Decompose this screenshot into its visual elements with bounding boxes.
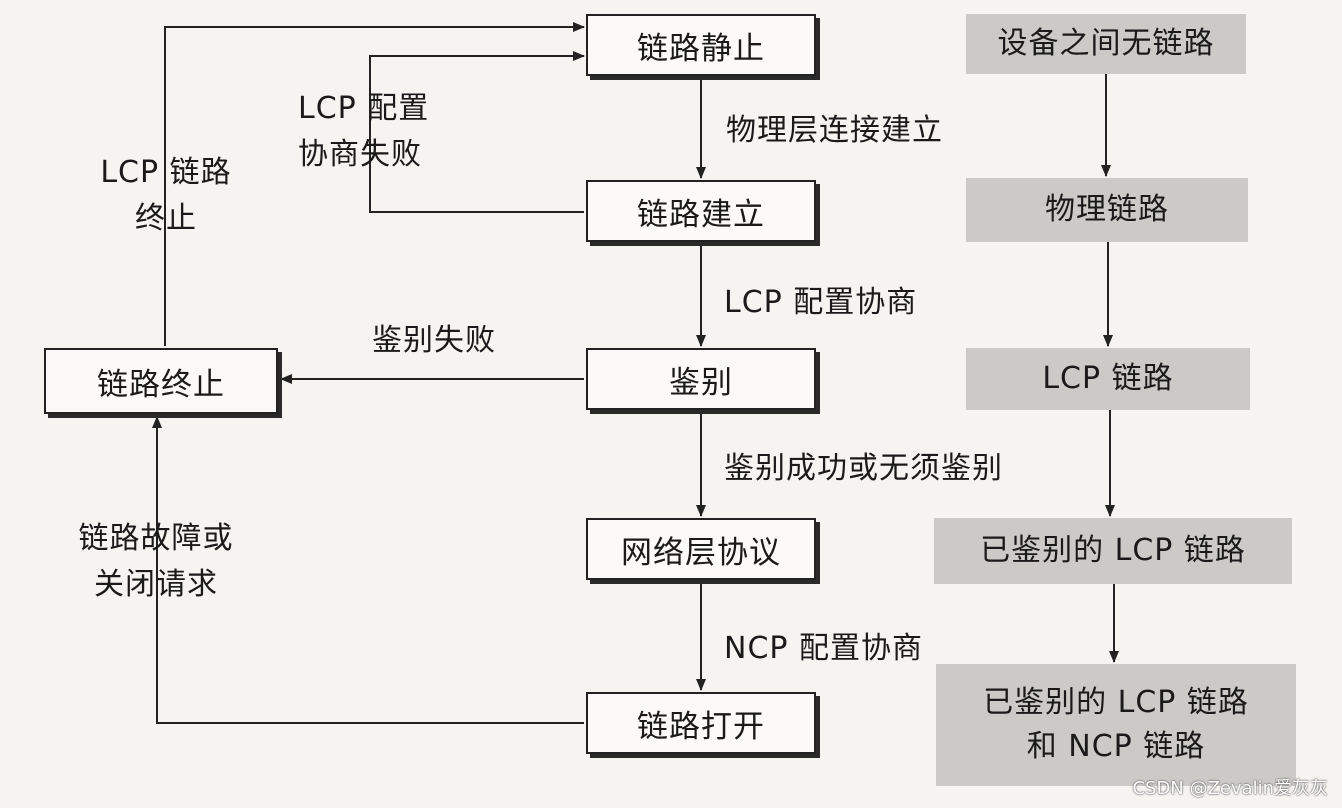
arrow-lcp-fail-loop bbox=[369, 51, 585, 213]
label-line: LCP 配置 bbox=[298, 91, 430, 126]
watermark: CSDN @Zevalin爱灰灰 bbox=[1132, 778, 1328, 799]
stage-lcp-link: LCP 链路 bbox=[966, 348, 1250, 410]
stage-label: LCP 链路 bbox=[1042, 361, 1174, 396]
stage-label: 已鉴别的 LCP 链路 bbox=[983, 685, 1249, 720]
label-ncp-negotiation: NCP 配置协商 bbox=[724, 631, 924, 666]
state-link-open: 链路打开 bbox=[586, 692, 816, 754]
stage-label: 设备之间无链路 bbox=[997, 26, 1215, 61]
state-label: 链路终止 bbox=[97, 366, 225, 403]
state-label: 网络层协议 bbox=[621, 534, 781, 571]
state-link-dead: 链路静止 bbox=[586, 14, 816, 76]
stage-authenticated-lcp-link: 已鉴别的 LCP 链路 bbox=[934, 518, 1292, 584]
label-line: 终止 bbox=[135, 201, 197, 236]
label-lcp-link-terminate: LCP 链路 终止 bbox=[80, 150, 252, 242]
label-line: 链路故障或 bbox=[78, 521, 234, 556]
label-auth-fail: 鉴别失败 bbox=[372, 323, 496, 358]
stage-physical-link: 物理链路 bbox=[966, 178, 1248, 242]
state-label: 链路静止 bbox=[637, 30, 765, 67]
label-link-fault: 链路故障或 关闭请求 bbox=[64, 516, 248, 608]
state-link-establish: 链路建立 bbox=[586, 180, 816, 242]
state-label: 链路打开 bbox=[637, 708, 765, 745]
arrow-fault-to-terminate bbox=[152, 416, 584, 724]
label-auth-success: 鉴别成功或无须鉴别 bbox=[724, 451, 1003, 486]
label-physical-up: 物理层连接建立 bbox=[726, 113, 943, 148]
state-network-protocol: 网络层协议 bbox=[586, 518, 816, 580]
label-line: 协商失败 bbox=[298, 137, 422, 172]
state-label: 鉴别 bbox=[669, 364, 733, 401]
stage-label: 已鉴别的 LCP 链路 bbox=[980, 533, 1246, 568]
label-line: 关闭请求 bbox=[94, 567, 218, 602]
label-lcp-config-fail: LCP 配置 协商失败 bbox=[298, 86, 429, 178]
stage-authenticated-lcp-and-ncp-link: 已鉴别的 LCP 链路 和 NCP 链路 bbox=[936, 664, 1296, 786]
state-link-terminate: 链路终止 bbox=[44, 348, 278, 414]
stage-label-line2: 和 NCP 链路 bbox=[1026, 729, 1206, 764]
label-line: LCP 链路 bbox=[100, 155, 232, 190]
label-lcp-negotiation: LCP 配置协商 bbox=[724, 285, 918, 320]
stage-no-link: 设备之间无链路 bbox=[966, 14, 1246, 74]
state-label: 链路建立 bbox=[637, 196, 765, 233]
arrow-terminate-to-dead bbox=[164, 22, 585, 346]
state-authenticate: 鉴别 bbox=[586, 348, 816, 410]
stage-label: 物理链路 bbox=[1045, 192, 1169, 227]
